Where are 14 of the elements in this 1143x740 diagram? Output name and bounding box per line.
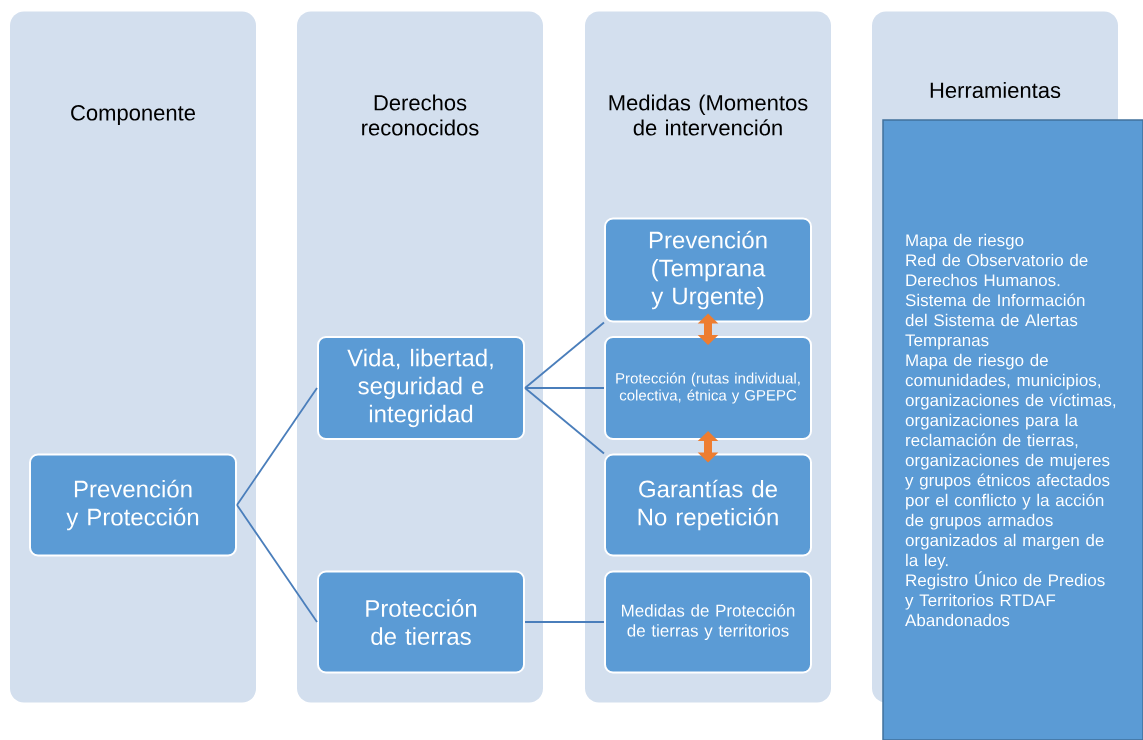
process-box: Prevención y Protección	[29, 453, 237, 557]
process-box: Protección (rutas individual, colectiva, étnica y GPEPC	[604, 336, 812, 440]
connector-line	[524, 321, 605, 389]
process-box: Vida, libertad, seguridad e integridad	[317, 336, 525, 440]
connector-line	[236, 504, 318, 623]
tools-box: Mapa de riesgo Red de Observatorio de Derechos Humanos. Sistema de Información del Sistema de Alertas Tempranas Mapa de riesgo de comunidades, municipios, organizaciones de víctimas, organizaciones para la reclamación de tierras, organizaciones de mujeres y grupos étnicos afectados por el conflicto y la acción de grupos armados organizados al margen de la ley. Registro Único de Predios y Territorios RTDAF Abandonados	[882, 119, 1143, 740]
connector-line	[524, 621, 605, 623]
connector-line	[524, 387, 605, 455]
process-box: Medidas de Protección de tierras y territorios	[604, 570, 812, 674]
process-box: Garantías de No repetición	[604, 453, 812, 557]
connector-line	[236, 387, 318, 506]
process-box: Prevención (Temprana y Urgente)	[604, 217, 812, 323]
connector-line	[524, 387, 605, 389]
process-box: Protección de tierras	[317, 570, 525, 674]
